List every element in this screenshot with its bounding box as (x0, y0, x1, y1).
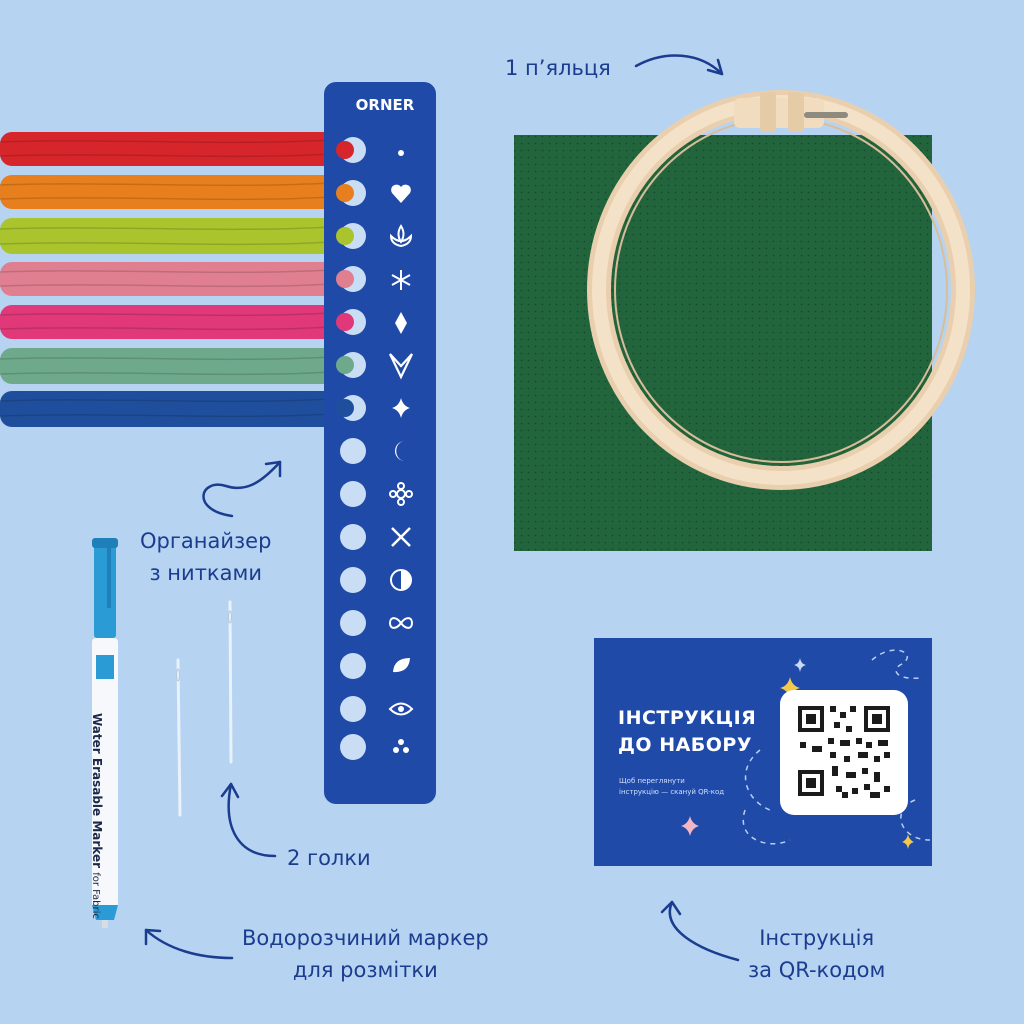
marker-caption: Водорозчиний маркер для розмітки (242, 922, 489, 986)
star-pink-icon (681, 816, 699, 836)
hoop-label: 1 п’яльця (505, 56, 611, 80)
arrow-to-marker (144, 928, 234, 960)
thread-red (0, 132, 340, 166)
arrow-to-needle (227, 782, 277, 858)
arrow-to-organizer (202, 460, 282, 518)
needles-label: 2 голки (287, 846, 371, 870)
marker-label: Water Erasable Marker for Fabric (90, 713, 104, 919)
marker-label-text2: for Fabric (90, 872, 101, 919)
instruction-card (594, 638, 932, 866)
organizer-label-line1: Органайзер (140, 529, 272, 553)
star-light-icon (794, 658, 806, 672)
card-title: ІНСТРУКЦІЯ ДО НАБОРУ (618, 705, 756, 759)
card-subtitle-line1: Щоб переглянути (619, 777, 685, 785)
thread-sage (0, 348, 340, 384)
dot-icon (398, 150, 404, 156)
thread-blue (0, 391, 340, 427)
star-yellow-icon (780, 677, 800, 699)
flower-icon (389, 482, 413, 506)
marker-label-text: Water Erasable Marker (90, 713, 104, 869)
infinity-icon (388, 617, 414, 629)
arrow-to-card (668, 900, 740, 962)
sparkle-icon (392, 398, 410, 418)
eye-icon (388, 702, 414, 716)
diamond-icon (395, 312, 407, 334)
heart-icon (391, 184, 411, 203)
marker-caption-line1: Водорозчиний маркер (242, 926, 489, 950)
thread-organizer (324, 82, 436, 804)
arrows (144, 54, 740, 962)
instruction-caption-line2: за QR-кодом (748, 958, 886, 982)
card-title-line1: ІНСТРУКЦІЯ (618, 707, 757, 729)
card-subtitle: Щоб переглянути інструкцію — скануй QR-к… (619, 776, 724, 798)
thread-orange (0, 175, 340, 209)
organizer-brand: ORNER (355, 96, 415, 114)
qr-code (798, 706, 890, 798)
marker-caption-line2: для розмітки (292, 958, 438, 982)
thread-pink (0, 262, 340, 296)
cross-icon (391, 527, 411, 547)
card-title-line2: ДО НАБОРУ (618, 734, 753, 756)
thread-magenta (0, 305, 340, 339)
card-subtitle-line2: інструкцію — скануй QR-код (619, 788, 725, 796)
leaf-icon (393, 658, 410, 673)
half-moon-icon (390, 569, 412, 591)
snowflake-icon (391, 270, 411, 290)
thread-bundles (0, 132, 340, 427)
lotus-icon (389, 224, 413, 248)
thread-lime (0, 218, 340, 254)
instruction-caption-line1: Інструкція (759, 926, 875, 950)
needles (176, 600, 233, 817)
star-yellow-icon-2 (902, 834, 914, 849)
aida-fabric (514, 135, 932, 551)
instruction-caption: Інструкція за QR-кодом (748, 922, 885, 986)
arrow-to-hoop (634, 54, 724, 76)
trefoil-icon (393, 739, 409, 753)
organizer-label: Органайзер з нитками (140, 525, 271, 589)
chevron-icon (389, 353, 413, 380)
water-erasable-marker (92, 538, 118, 928)
embroidery-hoop (587, 90, 975, 490)
organizer-label-line2: з нитками (149, 561, 262, 585)
